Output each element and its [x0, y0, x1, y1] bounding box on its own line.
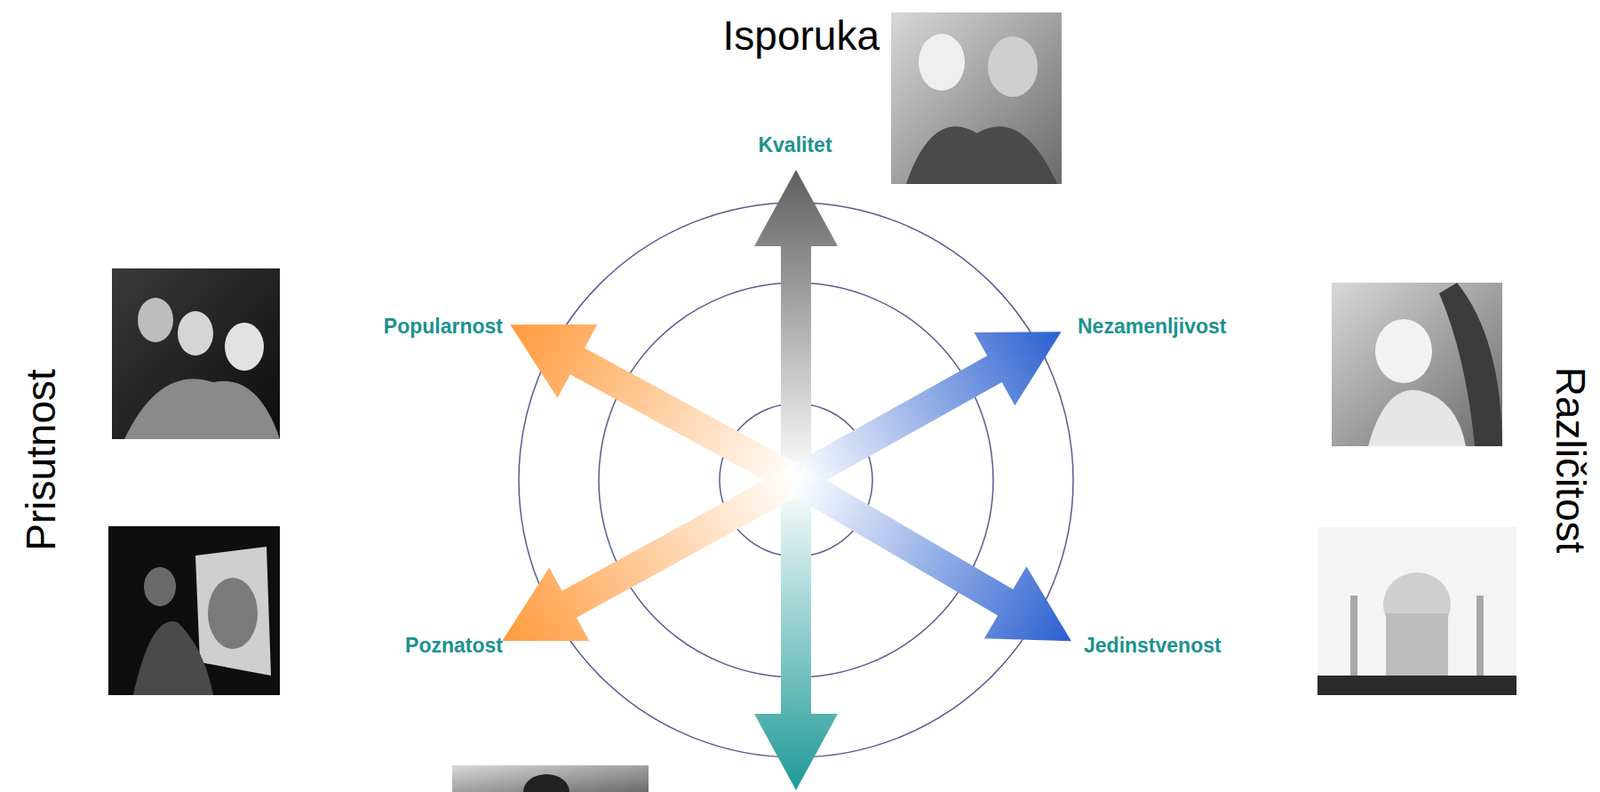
axis-label: Poznatost — [405, 633, 503, 657]
arrows — [482, 169, 1093, 790]
arrow-down-right — [774, 443, 1092, 677]
photo — [108, 525, 280, 695]
arrow-down-left — [482, 443, 817, 677]
axis-label: Nezamenljivost — [1077, 314, 1226, 338]
arrow-up — [754, 169, 838, 480]
photo — [111, 268, 280, 439]
section-title: Isporuka — [723, 12, 880, 60]
section-title: Prisutnost — [17, 368, 65, 551]
axis-label: Kvalitet — [757, 133, 832, 157]
photo — [1317, 526, 1517, 695]
arrow-down — [754, 479, 838, 790]
section-title: Različitost — [1547, 366, 1595, 553]
axis-label: Popularnost — [383, 314, 503, 338]
axis-label: Jedinstvenost — [1083, 633, 1222, 657]
photo — [452, 764, 649, 792]
photo — [891, 12, 1062, 184]
photo — [1331, 282, 1503, 446]
